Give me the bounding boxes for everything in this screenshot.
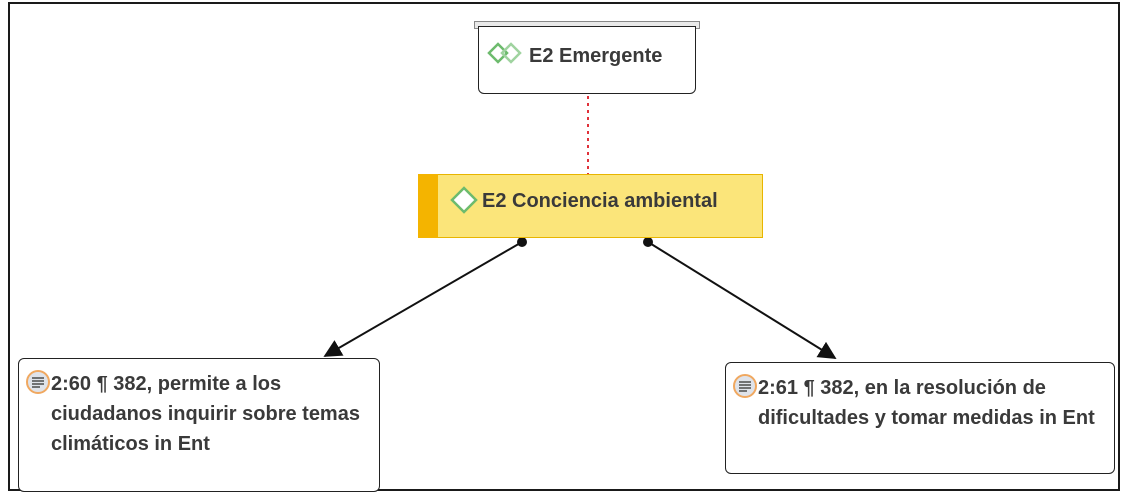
quotation-node-1[interactable]: 2:60 ¶ 382, permite a los ciudadanos inq… bbox=[18, 358, 380, 492]
link-code-to-quote-2[interactable] bbox=[647, 241, 837, 359]
code-node-label: E2 Conciencia ambiental bbox=[482, 190, 718, 212]
link-origin-dot-1 bbox=[517, 237, 527, 247]
code-node[interactable]: E2 Conciencia ambiental bbox=[418, 174, 763, 238]
code-diamond-icon bbox=[450, 186, 478, 214]
link-origin-dot-2 bbox=[643, 237, 653, 247]
quotation-node-2[interactable]: 2:61 ¶ 382, en la resolución de dificult… bbox=[725, 362, 1115, 474]
quotation-text-2: 2:61 ¶ 382, en la resolución de dificult… bbox=[758, 377, 1095, 429]
link-code-to-quote-1[interactable] bbox=[323, 241, 523, 357]
code-group-icon bbox=[487, 42, 522, 64]
code-group-node[interactable]: E2 Emergente bbox=[478, 26, 696, 94]
group-node-label: E2 Emergente bbox=[529, 45, 663, 67]
code-color-stripe bbox=[418, 174, 438, 238]
quotation-icon bbox=[26, 370, 50, 394]
quotation-icon bbox=[733, 374, 757, 398]
quotation-text-1: 2:60 ¶ 382, permite a los ciudadanos inq… bbox=[51, 373, 360, 455]
